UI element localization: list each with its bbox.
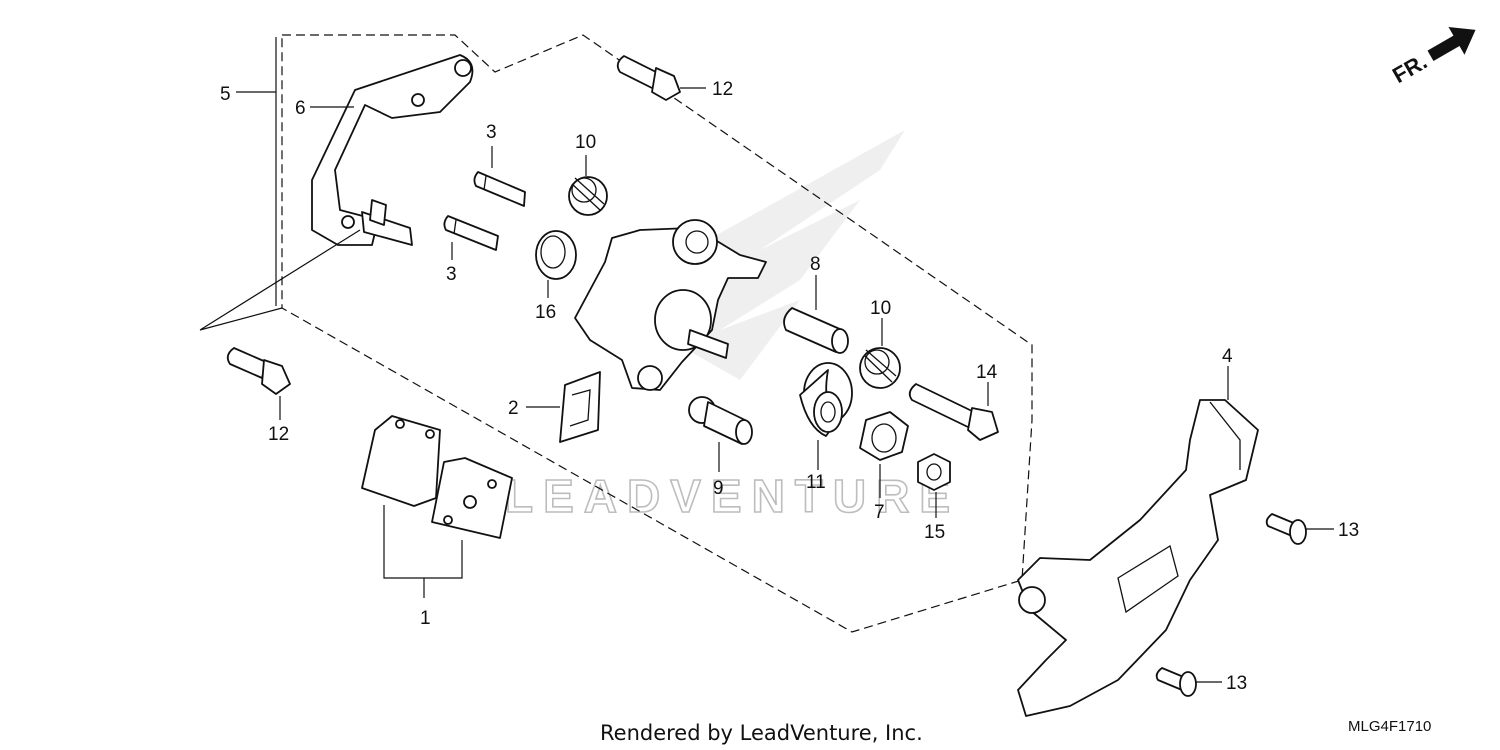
leader-lines <box>199 37 1334 683</box>
callout-12-lower: 12 <box>268 424 289 445</box>
callout-5: 5 <box>220 84 231 105</box>
callout-12-upper: 12 <box>712 79 733 100</box>
callout-4: 4 <box>1222 346 1233 367</box>
screw-13-upper <box>1265 513 1307 545</box>
callout-10-lower: 10 <box>870 298 891 319</box>
boot-lower <box>859 347 901 389</box>
bleeder-bolt <box>688 396 753 445</box>
flange-bolt-upper <box>616 55 681 101</box>
callout-1: 1 <box>420 608 431 629</box>
callout-3-upper: 3 <box>486 122 497 143</box>
caliper-pin-lower <box>443 215 499 251</box>
callout-8: 8 <box>810 254 821 275</box>
callout-3-lower: 3 <box>446 264 457 285</box>
front-direction-indicator: FR. <box>1388 27 1476 88</box>
slide-sleeve <box>783 307 849 354</box>
callout-13-lower: 13 <box>1226 673 1247 694</box>
washer <box>859 411 909 461</box>
pad-spring <box>559 371 601 443</box>
flange-bolt-lower <box>226 347 291 395</box>
callout-13-upper: 13 <box>1338 520 1359 541</box>
flange-bolt-14 <box>908 383 999 441</box>
flange-nut <box>917 453 951 491</box>
callout-7: 7 <box>874 502 885 523</box>
diagram-code: MLG4F1710 <box>1348 718 1431 735</box>
callout-14: 14 <box>976 362 998 383</box>
callout-11: 11 <box>806 472 826 493</box>
brake-pad-set <box>361 415 513 539</box>
callout-15: 15 <box>924 522 945 543</box>
caliper-body <box>574 219 767 391</box>
screw-13-lower <box>1155 667 1197 697</box>
watermark-text: LEADVENTURE <box>505 470 960 522</box>
front-direction-label: FR. <box>1388 49 1431 88</box>
callout-16: 16 <box>535 302 556 323</box>
roller <box>799 362 853 437</box>
callout-9: 9 <box>713 478 724 499</box>
assembly-boundary <box>281 34 1033 633</box>
boot-upper <box>568 176 608 216</box>
callout-10-upper: 10 <box>575 132 596 153</box>
caliper-guard <box>1017 399 1259 717</box>
caliper-bracket <box>311 54 474 246</box>
seal-ring <box>535 230 577 280</box>
callout-2: 2 <box>508 398 519 419</box>
caliper-pin-upper <box>473 171 526 207</box>
callout-labels: 1 2 3 3 4 5 6 7 8 9 10 10 11 12 12 13 13… <box>220 79 1359 694</box>
front-arrow-icon <box>1427 27 1476 62</box>
callout-6: 6 <box>295 98 306 119</box>
footer-rendered-by: Rendered by LeadVenture, Inc. <box>600 721 923 745</box>
